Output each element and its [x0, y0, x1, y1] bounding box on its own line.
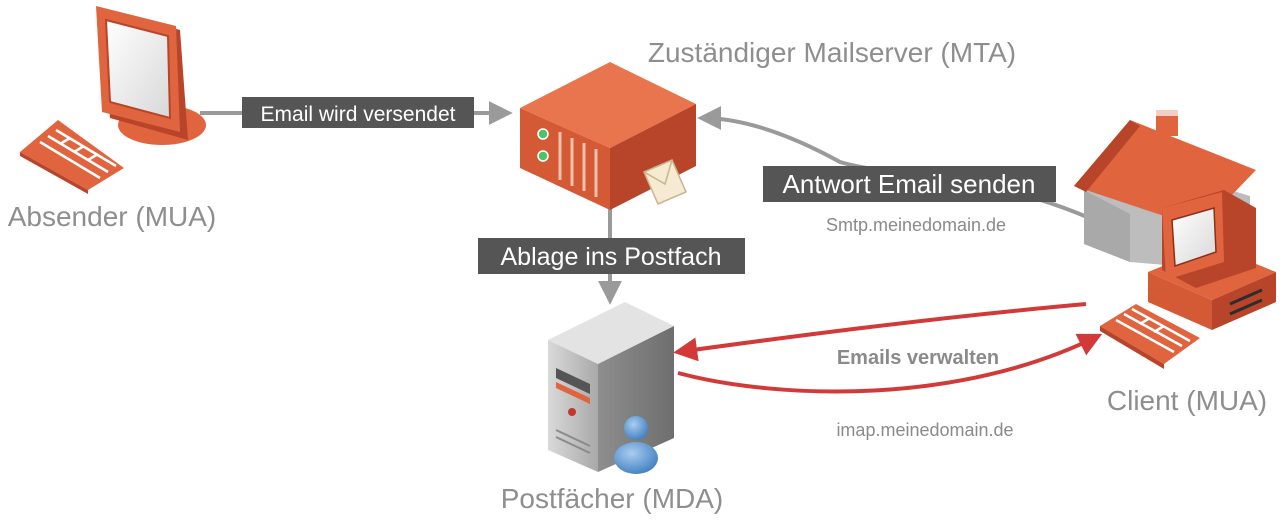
edge-send: Email wird versendet [200, 97, 513, 128]
manage-arrow-to-client [677, 333, 1103, 394]
edge-manage: Emails verwalten imap.meinedomain.de [673, 302, 1103, 440]
reply-label: Antwort Email senden [783, 169, 1036, 199]
sender-label: Absender (MUA) [8, 201, 217, 232]
mda-label: Postfächer (MDA) [501, 483, 724, 514]
node-client: Client (MUA) [1074, 110, 1276, 416]
edge-store: Ablage ins Postfach [478, 196, 745, 305]
keyboard-icon [1100, 304, 1200, 369]
store-label: Ablage ins Postfach [501, 243, 722, 271]
manage-label: Emails verwalten [837, 347, 999, 369]
reply-label-box [763, 166, 1056, 202]
store-label-box [478, 238, 745, 274]
envelope-icon [643, 159, 687, 205]
mail-server-icon [520, 62, 696, 210]
smtp-host: Smtp.meinedomain.de [826, 215, 1006, 235]
edge-reply: Antwort Email senden Smtp.meinedomain.de [697, 106, 1139, 244]
manage-arrow-to-mda [673, 302, 1087, 362]
keyboard-icon [20, 120, 124, 194]
mta-label: Zuständiger Mailserver (MTA) [648, 37, 1016, 68]
send-label: Email wird versendet [261, 103, 456, 126]
node-mda: Postfächer (MDA) [501, 302, 724, 514]
imap-host: imap.meinedomain.de [836, 420, 1013, 440]
client-label: Client (MUA) [1107, 385, 1267, 416]
node-mta: Zuständiger Mailserver (MTA) [520, 37, 1016, 210]
node-sender: Absender (MUA) [8, 6, 217, 232]
send-label-box [242, 97, 474, 128]
user-icon [614, 416, 658, 474]
desktop-computer-icon [1148, 190, 1276, 330]
tower-server-icon [548, 302, 674, 472]
desktop-computer-icon [96, 6, 206, 145]
